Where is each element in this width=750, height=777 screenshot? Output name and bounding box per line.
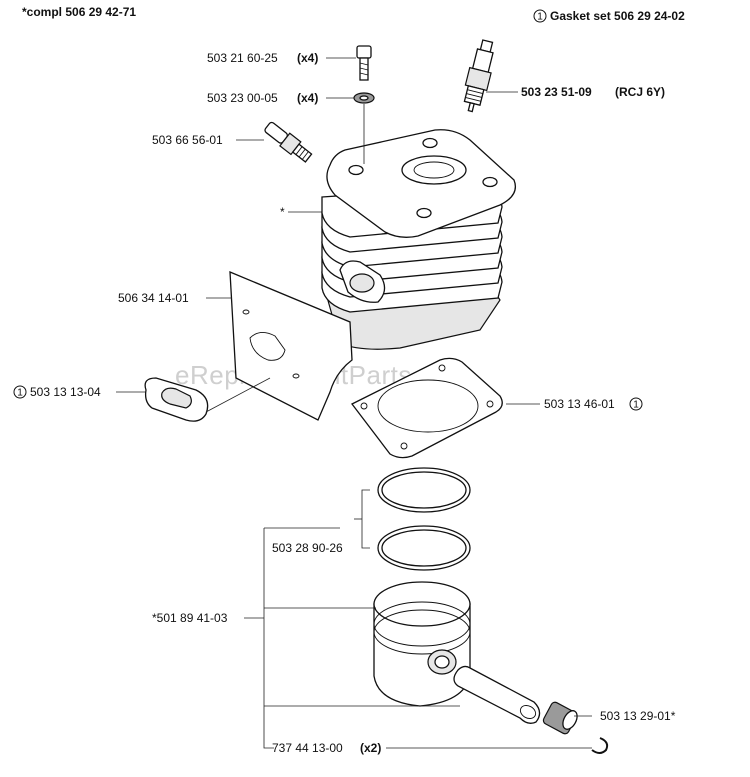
label-spark-plug-part: 503 23 51-09 [521,85,592,99]
decompression-valve [264,121,313,163]
label-base-gasket-part: 503 13 46-01 [544,397,615,411]
gasket-set-marker: 1 [537,12,543,23]
cylinder [321,129,517,350]
label-screw-qty: (x4) [297,51,318,65]
piston-pin [453,665,541,724]
piston-ring-upper [377,467,471,513]
label-spark-plug-type: (RCJ 6Y) [615,85,665,99]
label-exhaust-gasket-part: 503 13 13-04 [30,385,101,399]
bolt-hole-2 [416,207,432,219]
label-exhaust-gasket-marker: 1 [17,388,23,399]
exhaust-port-opening [349,273,375,293]
label-base-gasket-marker: 1 [633,400,639,411]
piston-crown [373,581,471,627]
piston [373,581,471,707]
spark-plug-electrode [467,102,475,113]
exhaust-gasket-marker-circle [13,385,27,399]
spark-plug [463,39,494,113]
washer [353,92,375,104]
leader-lines [116,57,592,749]
circlip [591,737,609,754]
compl-label: *compl 506 29 42-71 [22,5,136,19]
piston-pin-body [453,665,541,724]
base-gasket-hole-4 [360,402,368,410]
circlip-ring [591,737,609,754]
leader-ring-bracket [361,489,370,549]
base-gasket-hole-1 [438,364,446,372]
ring-lower-inner [381,529,467,567]
gasket-set-label: Gasket set 506 29 24-02 [550,9,685,23]
label-heat-shield-part: 506 34 14-01 [118,291,189,305]
bolt-hole-4 [422,137,438,149]
label-needle-bearing-part: 503 13 29-01* [600,709,676,723]
leader-exhaust-gasket-assembly [205,377,271,413]
base-gasket-hole-2 [486,400,494,408]
screw-head [356,45,372,59]
label-cylinder-part: * [280,205,285,219]
ring-upper-inner [381,471,467,509]
spark-plug-bore [401,155,467,185]
label-piston-part: *501 89 41-03 [152,611,228,625]
bolt-hole-1 [348,164,364,176]
label-screw-part: 503 21 60-25 [207,51,278,65]
gasket-set-callout: 1 Gasket set 506 29 24-02 [533,9,685,23]
gasket-set-marker-circle [533,9,547,23]
label-circlip-qty: (x2) [360,741,381,755]
piston-pin-hole [434,655,450,669]
base-gasket-hole-3 [400,442,408,450]
base-gasket-marker-circle [629,397,643,411]
piston-ring-groove-2 [373,609,471,655]
cylinder-base-gasket [351,357,503,459]
heat-shield-port [249,332,286,361]
spark-plug-bore-inner [413,161,455,179]
bolt-hole-3 [482,176,498,188]
piston-ring-lower [377,525,471,571]
base-gasket-outline [351,357,503,459]
needle-bearing [542,701,578,735]
label-washer-part: 503 23 00-05 [207,91,278,105]
exhaust-gasket-opening [161,387,192,409]
piston-ring-groove-1 [373,601,471,647]
label-valve-part: 503 66 56-01 [152,133,223,147]
exhaust-gasket [144,377,209,422]
label-circlip-part: 737 44 13-00 [272,741,343,755]
washer-hole [359,95,369,101]
base-gasket-bore [377,379,479,433]
label-piston-rings-part: 503 28 90-26 [272,541,343,555]
screw [356,45,372,81]
label-washer-qty: (x4) [297,91,318,105]
leader-piston-kit-bracket [263,528,274,749]
